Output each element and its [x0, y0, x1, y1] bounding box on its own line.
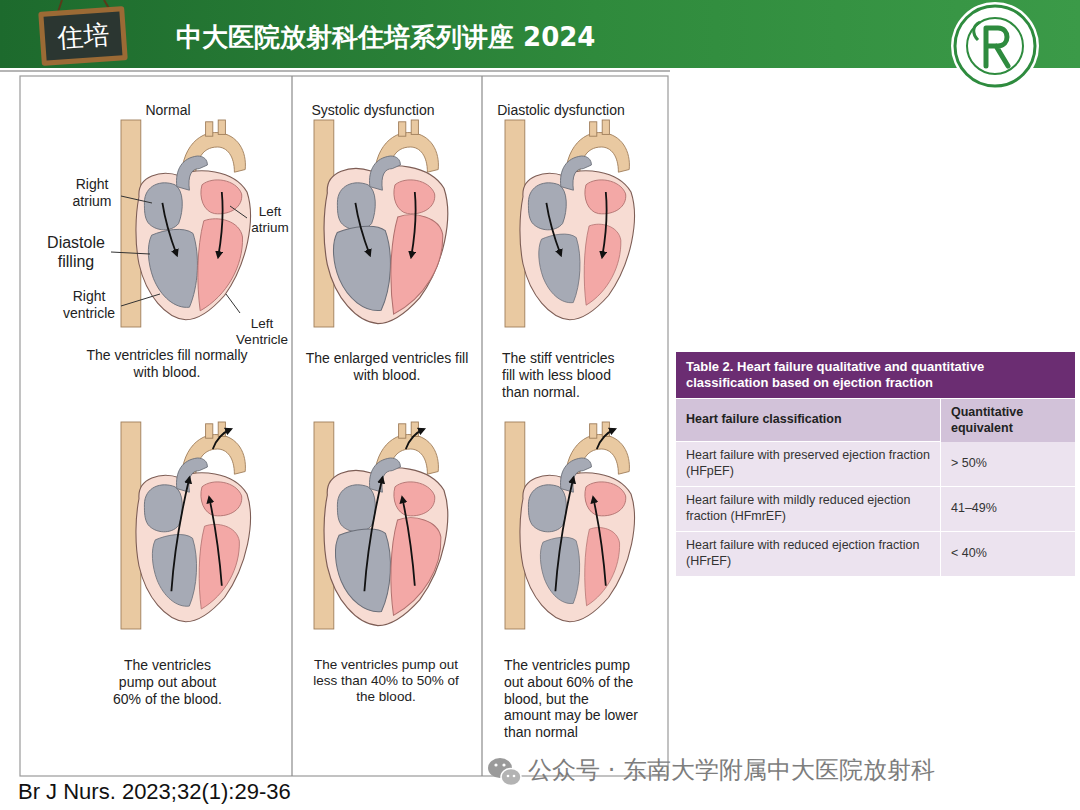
cell-text: Heart failure with mildly reduced ejecti…: [686, 493, 930, 524]
slide-title: 中大医院放射科住培系列讲座 2024: [176, 20, 595, 55]
table-cell: 41–49%: [941, 487, 1075, 531]
caption: The ventricles pump out less than 40% to…: [307, 657, 465, 706]
table-cell: Heart failure with preserved ejection fr…: [676, 442, 940, 486]
header-bar: [0, 0, 1080, 68]
table-title-band: Table 2. Heart failure qualitative and q…: [676, 352, 1075, 398]
cell-text: Heart failure classification: [686, 412, 930, 428]
figure-panel: [20, 76, 668, 776]
heart-systolic-pumping: [314, 422, 448, 629]
table-header-cell: Heart failure classification: [676, 399, 940, 441]
column-title: Systolic dysfunction: [297, 102, 449, 119]
caption: The stiff ventricles fill with less bloo…: [502, 350, 627, 400]
chalkboard-sign: 住培: [38, 6, 128, 66]
leader-lines: [111, 196, 247, 313]
caption: The enlarged ventricles fill with blood.: [300, 350, 474, 384]
cell-text: 住培: [48, 17, 118, 54]
anatomy-label: Right atrium: [66, 176, 118, 210]
cell-text: Table 2. Heart failure qualitative and q…: [686, 359, 1065, 392]
heart-normal-pumping: [121, 422, 250, 629]
caption: The ventricles pump out about 60% of the…: [504, 657, 639, 741]
wechat-icon: [488, 758, 521, 786]
table-cell: < 40%: [941, 532, 1075, 576]
column-divider: [481, 76, 482, 776]
anatomy-label: Left Ventricle: [233, 316, 291, 348]
table-cell: > 50%: [941, 442, 1075, 486]
column-title: Diastolic dysfunction: [485, 102, 637, 119]
cell-text: Quantitative equivalent: [951, 405, 1065, 436]
anatomy-label: Right ventricle: [58, 288, 120, 322]
table-cell: Heart failure with reduced ejection frac…: [676, 532, 940, 576]
column-divider: [291, 76, 292, 776]
column-title: Normal: [128, 102, 208, 119]
cell-text: > 50%: [951, 456, 1065, 472]
heart-normal-filling: [121, 120, 250, 327]
anatomy-label: Diastole filling: [42, 233, 110, 271]
heart-diastolic-filling: [505, 120, 634, 327]
header-rule: [0, 70, 670, 72]
heart-diastolic-pumping: [505, 422, 634, 629]
cell-text: Heart failure with reduced ejection frac…: [686, 538, 930, 569]
cell-text: 41–49%: [951, 501, 1065, 517]
table-cell: Heart failure with mildly reduced ejecti…: [676, 487, 940, 531]
caption: The ventricles pump out about 60% of the…: [105, 657, 230, 707]
watermark: 公众号 · 东南大学附属中大医院放射科: [528, 756, 1068, 785]
cell-text: < 40%: [951, 546, 1065, 562]
anatomy-label: Left atrium: [249, 204, 291, 236]
cell-text: Heart failure with preserved ejection fr…: [686, 448, 930, 479]
heart-systolic-filling: [314, 120, 448, 327]
citation: Br J Nurs. 2023;32(1):29-36: [18, 779, 348, 805]
table-header-cell: Quantitative equivalent: [941, 399, 1075, 443]
caption: The ventricles fill normally with blood.: [82, 347, 252, 381]
hospital-logo: [951, 2, 1039, 90]
